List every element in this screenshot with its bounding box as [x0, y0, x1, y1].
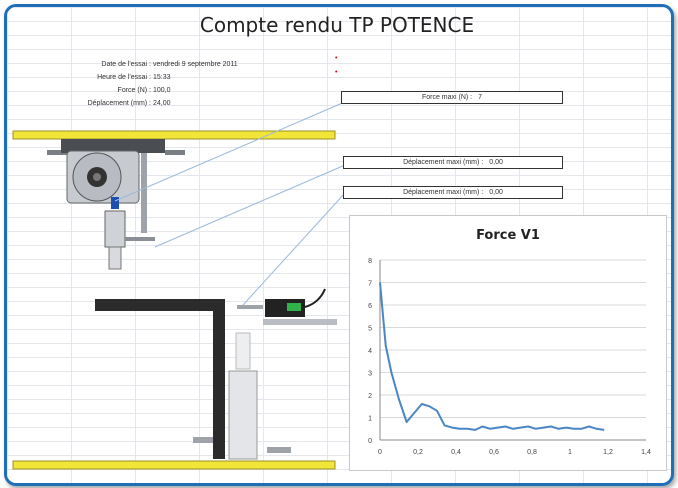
- report-sheet: Compte rendu TP POTENCE Date de l'essai …: [4, 4, 674, 486]
- info-value: 100,0: [153, 87, 171, 94]
- info-label: Déplacement (mm) :: [87, 100, 151, 107]
- displacement-max-box-2: Déplacement maxi (mm) : 0,00: [343, 186, 563, 199]
- callout-label: Déplacement maxi (mm) :: [403, 189, 484, 196]
- base-clamp: [193, 437, 213, 443]
- cell-marker: •: [335, 69, 338, 76]
- flange: [47, 150, 67, 155]
- blue-clip: [111, 197, 119, 209]
- pulley-axle: [93, 173, 101, 181]
- sensor-probe: [237, 305, 263, 309]
- y-tick-label: 8: [368, 258, 372, 265]
- vertical-rod: [141, 153, 147, 233]
- hanging-block: [104, 210, 126, 248]
- x-tick-label: 1,4: [641, 449, 651, 456]
- y-tick-label: 1: [368, 416, 372, 423]
- info-label: Date de l'essai :: [101, 61, 151, 68]
- callout-value: 0,00: [489, 189, 503, 196]
- sensor-led: [287, 303, 301, 311]
- base-clamp: [267, 447, 291, 453]
- leader-line: [154, 164, 346, 248]
- top-beam: [12, 130, 336, 140]
- y-tick-label: 3: [368, 371, 372, 378]
- hanging-weight: [108, 246, 122, 270]
- callout-label: Déplacement maxi (mm) :: [403, 159, 484, 166]
- gallows-post: [213, 299, 225, 459]
- series-line-force-v1: [379, 282, 605, 431]
- displacement-max-box-1: Déplacement maxi (mm) : 0,00: [343, 156, 563, 169]
- chart-title: Force V1: [476, 228, 540, 243]
- force-max-box: Force maxi (N) : 7: [341, 91, 563, 104]
- x-tick-label: 0,8: [527, 449, 537, 456]
- y-tick-label: 2: [368, 393, 372, 400]
- weight-top: [235, 332, 251, 370]
- lever-arm: [125, 237, 155, 241]
- y-tick-label: 5: [368, 326, 372, 333]
- x-tick-label: 1: [568, 449, 572, 456]
- info-value: 24,00: [153, 100, 171, 107]
- y-tick-label: 0: [368, 438, 372, 445]
- callout-label: Force maxi (N) :: [421, 94, 473, 101]
- x-tick-label: 1,2: [603, 449, 613, 456]
- mount-plate: [61, 139, 165, 153]
- callout-value: 7: [478, 94, 483, 101]
- flange: [165, 150, 185, 155]
- callout-value: 0,00: [489, 159, 503, 166]
- gallows-drawing: [12, 100, 348, 470]
- chart-plot: 0 1 2 3 4 5 6 7 8 0 0,2 0,4 0,6 0,8 1 1,2 1,4: [368, 258, 651, 456]
- bottom-beam: [12, 460, 336, 470]
- x-tick-label: 0: [378, 449, 382, 456]
- sensor-cable: [304, 288, 326, 308]
- page-title: Compte rendu TP POTENCE: [199, 13, 475, 37]
- x-tick-label: 0,6: [489, 449, 499, 456]
- info-label: Heure de l'essai :: [97, 74, 151, 81]
- force-chart: Force V1 0 1 2 3 4 5 6 7 8 0 0,2 0,4 0,6 0,8 1 1,2 1,4: [349, 215, 667, 471]
- info-value: vendredi 9 septembre 2011: [153, 61, 238, 68]
- leader-line: [114, 100, 348, 202]
- y-tick-label: 6: [368, 303, 372, 310]
- info-label: Force (N) :: [117, 87, 151, 94]
- sensor-rail: [263, 319, 337, 325]
- y-tick-label: 4: [368, 348, 372, 355]
- leader-line: [242, 192, 346, 306]
- gallows-arm: [95, 299, 225, 311]
- weight-column: [228, 370, 258, 460]
- cell-marker: •: [335, 55, 338, 62]
- y-tick-label: 7: [368, 281, 372, 288]
- x-tick-label: 0,2: [413, 449, 423, 456]
- info-value: 15:33: [153, 74, 171, 81]
- x-tick-label: 0,4: [451, 449, 461, 456]
